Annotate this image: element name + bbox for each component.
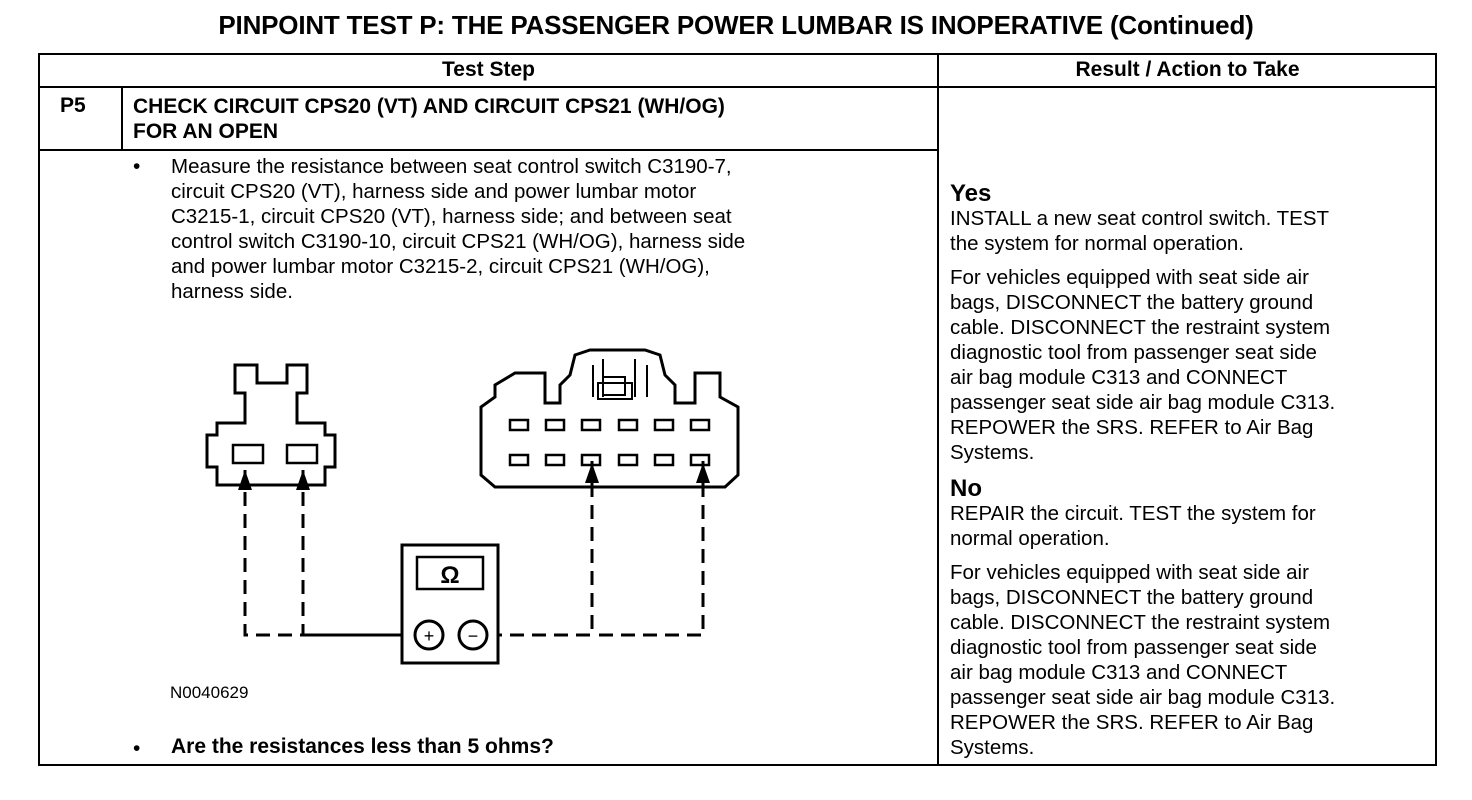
probe-arrow bbox=[585, 463, 599, 483]
no-heading: No bbox=[950, 475, 982, 502]
connector-pin bbox=[580, 418, 602, 432]
result-line: normal operation. bbox=[950, 527, 1110, 550]
connector-pin bbox=[617, 418, 639, 432]
instruction-line: harness side. bbox=[171, 280, 293, 303]
probe-lead bbox=[243, 470, 305, 637]
connector-pin bbox=[653, 453, 675, 467]
question-text: Are the resistances less than 5 ohms? bbox=[171, 735, 554, 758]
ohmmeter bbox=[400, 543, 500, 665]
result-line: passenger seat side air bag module C313. bbox=[950, 391, 1336, 414]
probe-lead bbox=[592, 461, 705, 637]
bullet: • bbox=[133, 737, 141, 760]
connector-pin bbox=[285, 443, 319, 465]
connector-pin bbox=[508, 453, 530, 467]
connector-latch bbox=[597, 382, 633, 400]
step-title-line: CHECK CIRCUIT CPS20 (VT) AND CIRCUIT CPS… bbox=[133, 95, 725, 118]
connector-pin bbox=[617, 453, 639, 467]
yes-note: For vehicles equipped with seat side air… bbox=[950, 265, 1435, 465]
instruction-line: C3215-1, circuit CPS20 (VT), harness sid… bbox=[171, 205, 732, 228]
lumbar-motor-connector bbox=[205, 363, 337, 487]
result-line: REPAIR the circuit. TEST the system for bbox=[950, 502, 1316, 525]
seat-switch-connector bbox=[479, 348, 740, 489]
connector-pin bbox=[508, 418, 530, 432]
instruction-text: Measure the resistance between seat cont… bbox=[171, 154, 931, 304]
result-line: air bag module C313 and CONNECT bbox=[950, 661, 1288, 684]
column-header-result: Result / Action to Take bbox=[1075, 58, 1300, 81]
connector-pin bbox=[544, 453, 566, 467]
column-divider bbox=[937, 53, 939, 766]
connector-latch bbox=[602, 376, 626, 396]
result-line: Systems. bbox=[950, 736, 1035, 759]
instruction-line: circuit CPS20 (VT), harness side and pow… bbox=[171, 180, 697, 203]
result-line: bags, DISCONNECT the battery ground bbox=[950, 586, 1314, 609]
probe-arrow bbox=[238, 470, 252, 490]
connector-diagram: Ω + − bbox=[205, 348, 740, 665]
header-divider bbox=[38, 86, 1437, 88]
ohm-symbol: Ω bbox=[440, 562, 459, 589]
result-line: air bag module C313 and CONNECT bbox=[950, 366, 1288, 389]
result-line: the system for normal operation. bbox=[950, 232, 1244, 255]
instruction-line: and power lumbar motor C3215-2, circuit … bbox=[171, 255, 710, 278]
no-action: REPAIR the circuit. TEST the system for … bbox=[950, 501, 1435, 551]
no-note: For vehicles equipped with seat side air… bbox=[950, 560, 1435, 760]
probe-arrow bbox=[696, 463, 710, 483]
connector-pin bbox=[653, 418, 675, 432]
result-line: REPOWER the SRS. REFER to Air Bag bbox=[950, 711, 1314, 734]
meter-plus: + bbox=[424, 626, 435, 646]
connector-pin bbox=[689, 418, 711, 432]
figure-id: N0040629 bbox=[170, 683, 249, 702]
bullet: • bbox=[133, 155, 141, 178]
step-title-line: FOR AN OPEN bbox=[133, 120, 279, 143]
result-line: For vehicles equipped with seat side air bbox=[950, 561, 1309, 584]
result-yes: Yes INSTALL a new seat control switch. T… bbox=[950, 181, 1435, 474]
meter-minus: − bbox=[468, 626, 479, 646]
result-line: Systems. bbox=[950, 441, 1035, 464]
connector-pin bbox=[231, 443, 265, 465]
result-line: cable. DISCONNECT the restraint system bbox=[950, 316, 1331, 339]
probe-lead bbox=[475, 461, 594, 637]
result-line: diagnostic tool from passenger seat side bbox=[950, 636, 1317, 659]
probe-arrow bbox=[296, 470, 310, 490]
result-line: For vehicles equipped with seat side air bbox=[950, 266, 1309, 289]
connector-pin bbox=[689, 453, 711, 467]
connector-pin bbox=[544, 418, 566, 432]
result-line: passenger seat side air bag module C313. bbox=[950, 686, 1336, 709]
step-title-divider bbox=[38, 149, 938, 151]
instruction-line: control switch C3190-10, circuit CPS21 (… bbox=[171, 230, 746, 253]
result-line: bags, DISCONNECT the battery ground bbox=[950, 291, 1314, 314]
test-table bbox=[38, 53, 1437, 766]
yes-action: INSTALL a new seat control switch. TEST … bbox=[950, 206, 1435, 256]
step-number: P5 bbox=[60, 94, 86, 117]
step-number-divider bbox=[121, 87, 123, 150]
result-line: cable. DISCONNECT the restraint system bbox=[950, 611, 1331, 634]
result-no: No REPAIR the circuit. TEST the system f… bbox=[950, 476, 1435, 769]
instruction-line: Measure the resistance between seat cont… bbox=[171, 155, 732, 178]
step-title: CHECK CIRCUIT CPS20 (VT) AND CIRCUIT CPS… bbox=[133, 94, 923, 144]
column-header-test-step: Test Step bbox=[442, 58, 535, 81]
result-line: INSTALL a new seat control switch. TEST bbox=[950, 207, 1330, 230]
result-line: REPOWER the SRS. REFER to Air Bag bbox=[950, 416, 1314, 439]
yes-heading: Yes bbox=[950, 180, 992, 207]
result-line: diagnostic tool from passenger seat side bbox=[950, 341, 1317, 364]
page-title: PINPOINT TEST P: THE PASSENGER POWER LUM… bbox=[218, 10, 1254, 40]
